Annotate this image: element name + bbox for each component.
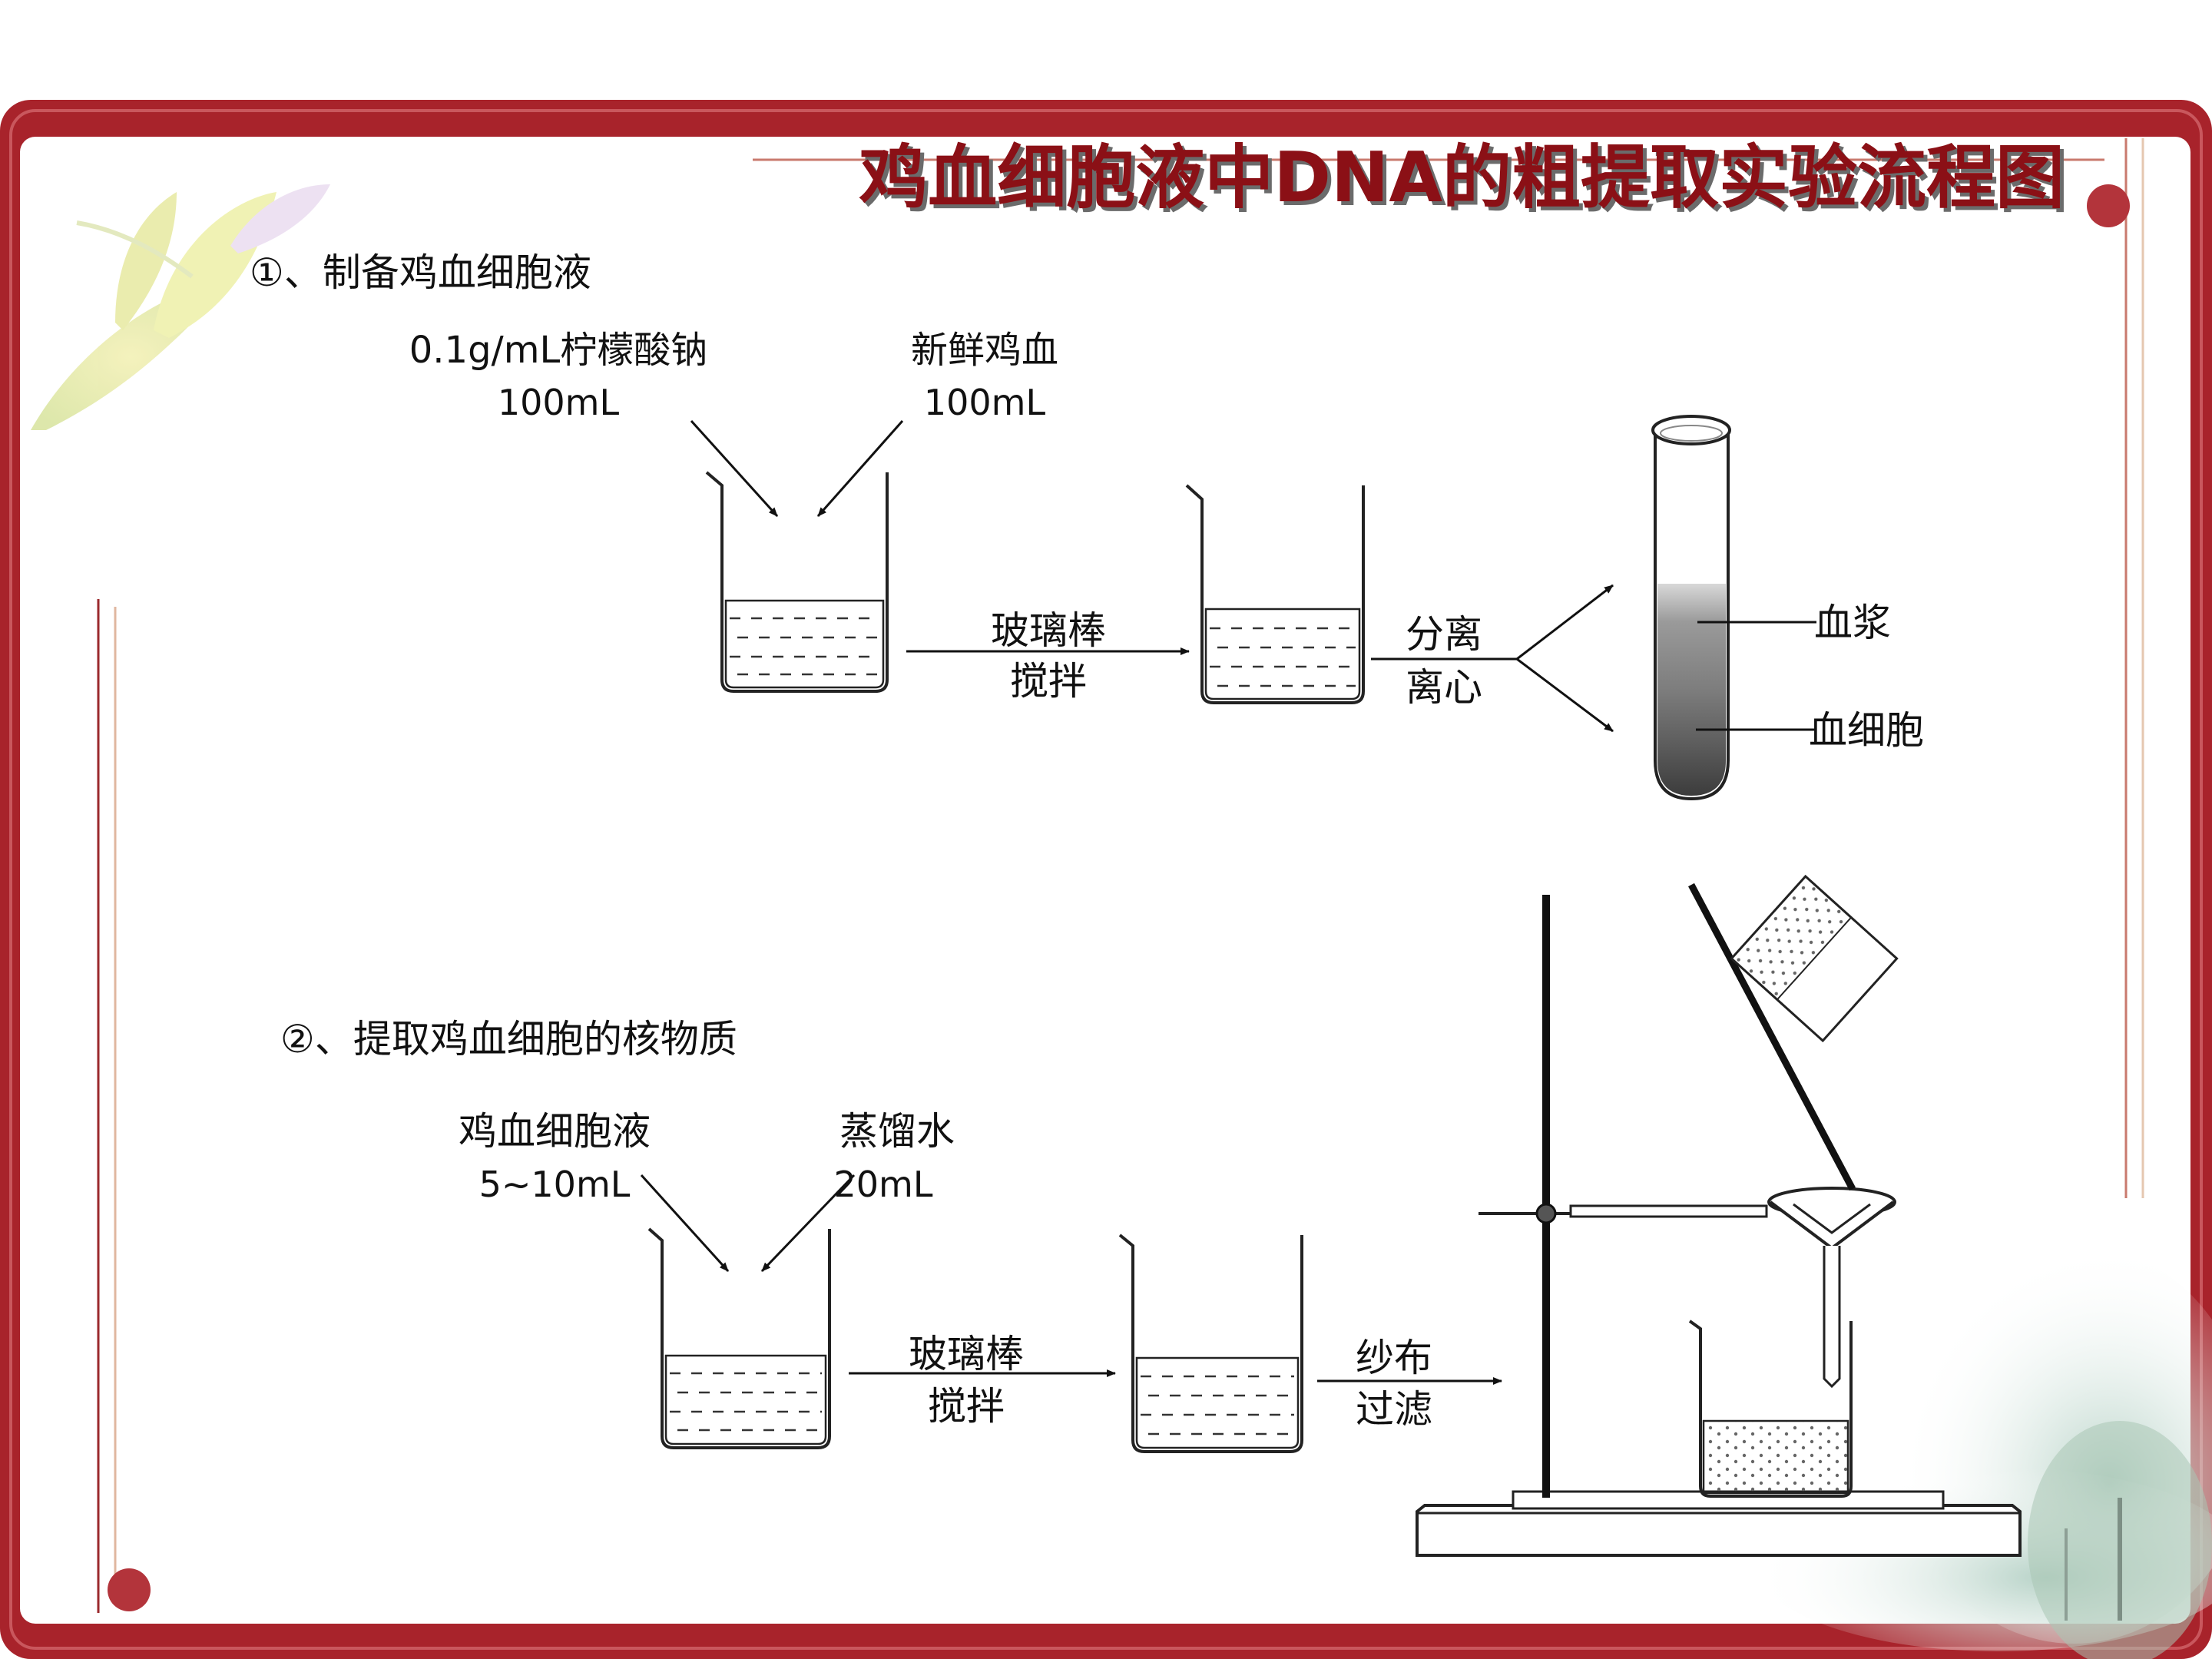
centrifuge-arrow-down: [1516, 657, 1614, 733]
beaker-3: [647, 1227, 831, 1449]
centrifuge-label-line1: 分离: [1406, 612, 1482, 657]
step1-heading: ①、制备鸡血细胞液: [250, 250, 591, 295]
centrifuge-label-line2: 离心: [1406, 665, 1482, 710]
step1-reagent-a-name: 0.1g/mL柠檬酸钠: [409, 329, 707, 372]
slide-frame: [0, 100, 2212, 1659]
filter-label-line2: 过滤: [1356, 1387, 1432, 1432]
filter-label-line1: 纱布: [1356, 1336, 1432, 1380]
slide-title: 鸡血细胞液中DNA的粗提取实验流程图: [863, 141, 2068, 222]
stir-label-1-line1: 玻璃棒: [991, 608, 1106, 653]
centrifuge-arrow-up: [1516, 584, 1614, 661]
leaf-decoration: [31, 184, 330, 430]
step2-reagent-a-name: 鸡血细胞液: [459, 1109, 651, 1154]
beaker-2: [1185, 484, 1365, 704]
pour-arrow-a: [690, 419, 779, 518]
step2-reagent-b-amount: 20mL: [834, 1164, 933, 1205]
frame-dot-bottom-left: [108, 1568, 151, 1611]
pour-arrow-d: [760, 1174, 856, 1273]
layer-label-plasma: 血浆: [1814, 601, 1891, 645]
pour-arrow-b: [816, 420, 904, 517]
beaker-4: [1118, 1233, 1303, 1453]
frame-dot-top-right: [2087, 184, 2130, 227]
step1-reagent-a-amount: 100mL: [498, 382, 620, 423]
step1-reagent-b-name: 新鲜鸡血: [911, 329, 1058, 372]
stir-label-2-line2: 搅拌: [928, 1384, 1005, 1429]
slide-title: 鸡血细胞液中DNA的粗提取实验流程图: [859, 137, 2065, 218]
stir-label-2-line1: 玻璃棒: [909, 1332, 1024, 1376]
step1-reagent-b-amount: 100mL: [924, 382, 1046, 423]
layer-label-cells: 血细胞: [1809, 708, 1924, 753]
step2-heading: ②、提取鸡血细胞的核物质: [280, 1017, 737, 1061]
test-tube: [1651, 415, 1731, 801]
pour-arrow-c: [640, 1174, 730, 1273]
step2-reagent-a-amount: 5~10mL: [479, 1164, 631, 1205]
beaker-1: [705, 471, 889, 693]
step2-reagent-b-name: 蒸馏水: [839, 1109, 955, 1154]
filtration-stand: [1416, 874, 2022, 1557]
tree-decoration: [1751, 1244, 2212, 1659]
stir-label-1-line2: 搅拌: [1010, 659, 1087, 704]
